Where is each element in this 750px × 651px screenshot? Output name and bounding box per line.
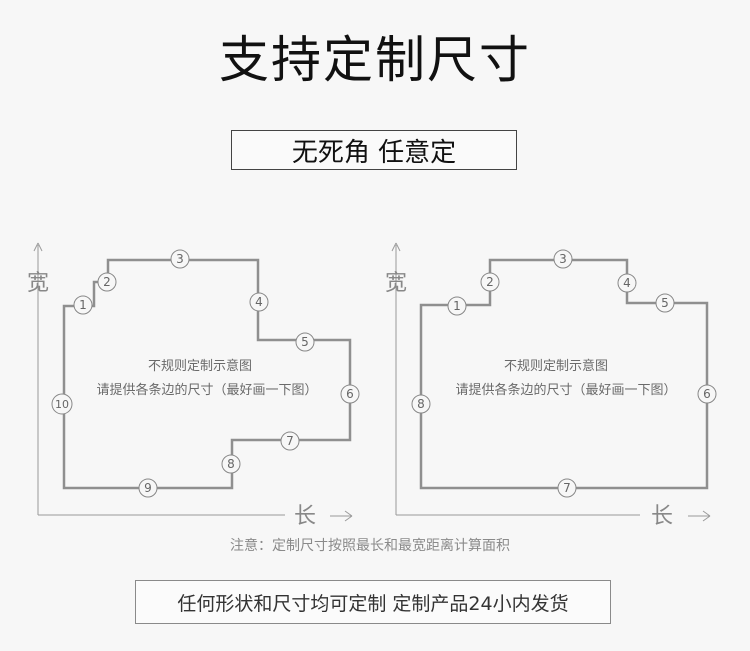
svg-text:7: 7 [286, 434, 294, 448]
right-diagram-caption-1: 不规则定制示意图 [504, 358, 608, 374]
svg-text:2: 2 [486, 275, 494, 289]
right-diagram: 宽 长 1 2 3 4 5 6 7 8 不规则定制示意图 请提供各条边的尺寸（最… [385, 242, 717, 529]
footer-box: 任何形状和尺寸均可定制 定制产品24小内发货 [135, 580, 611, 624]
left-horizontal-axis-label: 长 [294, 504, 316, 529]
right-edge-marker-7: 7 [557, 478, 577, 498]
left-edge-marker-2: 2 [97, 272, 117, 292]
left-vertical-axis-label: 宽 [27, 271, 49, 296]
footer-text: 任何形状和尺寸均可定制 定制产品24小内发货 [177, 592, 569, 615]
right-edge-marker-1: 1 [447, 296, 467, 316]
right-irregular-outline [419, 258, 709, 490]
svg-text:8: 8 [417, 397, 425, 411]
left-edge-marker-6: 6 [340, 384, 360, 404]
left-edge-marker-9: 9 [138, 478, 158, 498]
svg-text:8: 8 [227, 457, 235, 471]
svg-text:5: 5 [301, 335, 309, 349]
right-edge-marker-6: 6 [697, 384, 717, 404]
left-edge-marker-4: 4 [249, 292, 269, 312]
left-diagram: 宽 长 1 2 3 4 5 6 7 8 9 10 不规则定制示意图 请提供各条边… [27, 242, 360, 529]
right-edge-marker-3: 3 [553, 249, 573, 269]
left-edge-markers: 1 2 3 4 5 6 7 8 9 10 [51, 249, 360, 498]
svg-text:2: 2 [103, 275, 111, 289]
right-horizontal-axis-label: 长 [651, 504, 673, 529]
svg-text:3: 3 [176, 252, 184, 266]
right-axes: 宽 长 [385, 242, 711, 529]
svg-text:5: 5 [661, 296, 669, 310]
left-diagram-caption-2: 请提供各条边的尺寸（最好画一下图） [96, 382, 317, 398]
left-edge-marker-7: 7 [280, 431, 300, 451]
right-edge-marker-8: 8 [411, 394, 431, 414]
svg-text:1: 1 [453, 299, 461, 313]
right-vertical-axis-label: 宽 [385, 271, 407, 296]
left-edge-marker-1: 1 [73, 295, 93, 315]
right-edge-marker-5: 5 [655, 293, 675, 313]
right-edge-marker-4: 4 [617, 273, 637, 293]
svg-text:4: 4 [623, 276, 631, 290]
left-edge-marker-10: 10 [51, 393, 73, 415]
left-edge-marker-8: 8 [221, 454, 241, 474]
svg-text:1: 1 [79, 298, 87, 312]
left-diagram-caption-1: 不规则定制示意图 [148, 358, 252, 374]
svg-text:10: 10 [55, 398, 69, 411]
svg-text:7: 7 [563, 481, 571, 495]
left-edge-marker-5: 5 [295, 332, 315, 352]
right-edge-markers: 1 2 3 4 5 6 7 8 [411, 249, 717, 498]
subtitle-box: 无死角 任意定 [231, 130, 517, 170]
subtitle-text: 无死角 任意定 [291, 137, 457, 168]
svg-text:4: 4 [255, 295, 263, 309]
left-edge-marker-3: 3 [170, 249, 190, 269]
svg-text:9: 9 [144, 481, 152, 495]
size-note: 注意：定制尺寸按照最长和最宽距离计算面积 [230, 538, 510, 554]
svg-text:6: 6 [346, 387, 354, 401]
right-diagram-caption-2: 请提供各条边的尺寸（最好画一下图） [455, 382, 676, 398]
left-axes: 宽 长 [27, 242, 353, 529]
left-irregular-outline [62, 258, 352, 490]
right-edge-marker-2: 2 [480, 272, 500, 292]
svg-text:6: 6 [703, 387, 711, 401]
page-title: 支持定制尺寸 [219, 31, 531, 89]
svg-text:3: 3 [559, 252, 567, 266]
